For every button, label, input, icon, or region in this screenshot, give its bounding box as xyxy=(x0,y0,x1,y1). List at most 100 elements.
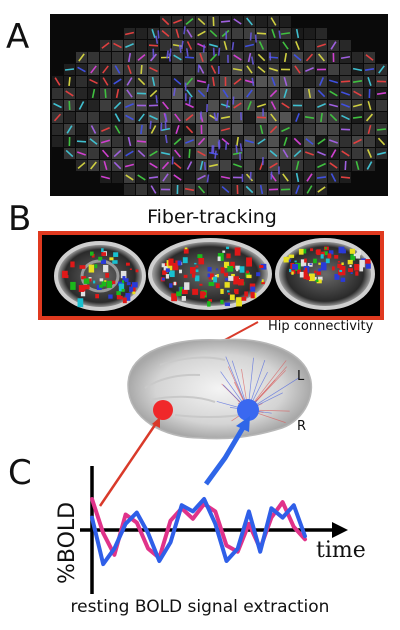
fiber-tract-segment xyxy=(227,265,234,272)
dti-glyph xyxy=(197,185,206,194)
dti-glyph xyxy=(220,103,231,108)
dti-glyph xyxy=(168,53,171,62)
fiber-tract-segment xyxy=(182,257,188,264)
fiber-tract-segment xyxy=(365,259,371,264)
fiber-tract-segment xyxy=(361,258,366,262)
dti-voxel xyxy=(292,88,303,99)
dti-glyph xyxy=(198,65,205,74)
dti-voxel xyxy=(76,76,87,87)
fiber-tract-segment xyxy=(224,272,229,277)
dti-glyph xyxy=(305,138,314,145)
dti-voxel xyxy=(220,64,231,75)
fiber-tract-segment xyxy=(236,297,242,307)
dti-voxel xyxy=(304,28,315,39)
fiber-tract-segment xyxy=(80,291,86,297)
dti-glyph xyxy=(185,114,194,121)
fiber-tract-segment xyxy=(169,270,175,278)
fiber-tract-segment xyxy=(62,270,68,278)
blue-seed-arrow-head xyxy=(236,416,250,432)
dti-glyph xyxy=(283,136,288,147)
dti-glyph xyxy=(295,185,300,194)
dti-glyph xyxy=(247,101,252,110)
fiber-tract-segment xyxy=(353,253,357,257)
dti-glyph xyxy=(270,101,277,110)
fiber-tract-segment xyxy=(125,293,131,301)
dti-glyph xyxy=(269,149,278,158)
fiber-tract-segment xyxy=(318,262,321,265)
dti-glyph xyxy=(185,125,194,134)
dti-glyph xyxy=(125,42,134,49)
fiber-tract-segment xyxy=(194,262,197,265)
dti-glyph xyxy=(352,103,363,108)
fiber-tract-segment xyxy=(303,273,309,280)
dti-glyph xyxy=(320,112,323,123)
dti-glyph xyxy=(140,124,143,135)
brain-slice-coronal xyxy=(54,241,146,311)
dti-glyph xyxy=(53,102,62,109)
dti-voxel xyxy=(76,112,87,123)
dti-glyph xyxy=(149,162,158,169)
fiber-tract-segment xyxy=(261,281,265,285)
dti-voxel xyxy=(52,136,63,147)
dti-glyph xyxy=(103,160,108,171)
fiber-tract-segment xyxy=(325,258,330,264)
dti-glyph xyxy=(317,186,326,193)
dti-glyph xyxy=(173,54,182,61)
dti-glyph xyxy=(257,53,266,62)
fiber-tract-segment xyxy=(320,254,324,259)
fiber-tract-segment xyxy=(303,270,308,276)
dti-glyph xyxy=(208,43,219,48)
dti-glyph xyxy=(317,89,326,98)
dti-glyph xyxy=(293,137,302,146)
fiber-tract-segment xyxy=(225,278,228,281)
dti-glyph xyxy=(149,150,158,157)
fiber-tract-segment xyxy=(192,288,199,295)
fiber-tract-segment xyxy=(83,278,90,284)
fiber-tract-segment xyxy=(179,286,183,292)
fiber-tract-segment xyxy=(109,257,114,261)
dti-glyph xyxy=(149,114,158,121)
dti-glyph xyxy=(183,26,186,35)
fiber-tract-segment xyxy=(101,252,107,256)
fiber-tract-segment xyxy=(172,262,179,271)
dti-glyph xyxy=(304,151,315,156)
dti-glyph xyxy=(114,113,121,122)
fiber-tract-segment xyxy=(291,271,294,275)
fiber-tract-segment xyxy=(171,293,177,302)
dti-glyph xyxy=(77,66,86,73)
dti-voxel xyxy=(328,124,339,135)
fiber-tract-segment xyxy=(194,275,200,282)
dti-voxel xyxy=(76,88,87,99)
fiber-tract-segment xyxy=(122,297,127,304)
fiber-tract-segment xyxy=(207,266,212,272)
dti-glyph xyxy=(281,102,290,109)
fiber-tract-segment xyxy=(230,261,235,269)
dti-glyph xyxy=(365,113,374,122)
fiber-tract-segment xyxy=(304,267,308,272)
fiber-tract-segment xyxy=(244,291,248,297)
fiber-tract-segment xyxy=(88,264,95,273)
dti-glyph xyxy=(188,148,191,159)
fiber-tract-segment xyxy=(304,258,307,263)
dti-voxel xyxy=(280,160,291,171)
fiber-tract-segment xyxy=(101,248,104,253)
dti-glyph xyxy=(161,29,170,38)
fiber-tract-segment xyxy=(216,268,219,271)
dti-glyph xyxy=(344,160,347,171)
fiber-tract-segment xyxy=(246,270,249,274)
dti-voxel xyxy=(220,148,231,159)
dti-voxel xyxy=(244,112,255,123)
dti-voxel xyxy=(340,40,351,51)
fiber-tract-segment xyxy=(220,288,224,294)
dti-glyph xyxy=(225,141,228,150)
fiber-tract-segment xyxy=(90,251,94,256)
fiber-tract-segment xyxy=(315,249,319,254)
dti-glyph xyxy=(175,124,180,135)
dti-glyph xyxy=(257,66,266,73)
dti-glyph xyxy=(256,103,267,108)
fiber-tract-segment xyxy=(91,253,95,258)
dti-voxel xyxy=(244,124,255,135)
dti-glyph xyxy=(271,77,276,86)
fiber-tract-segment xyxy=(289,268,292,273)
fiber-tract-segment xyxy=(113,252,119,257)
